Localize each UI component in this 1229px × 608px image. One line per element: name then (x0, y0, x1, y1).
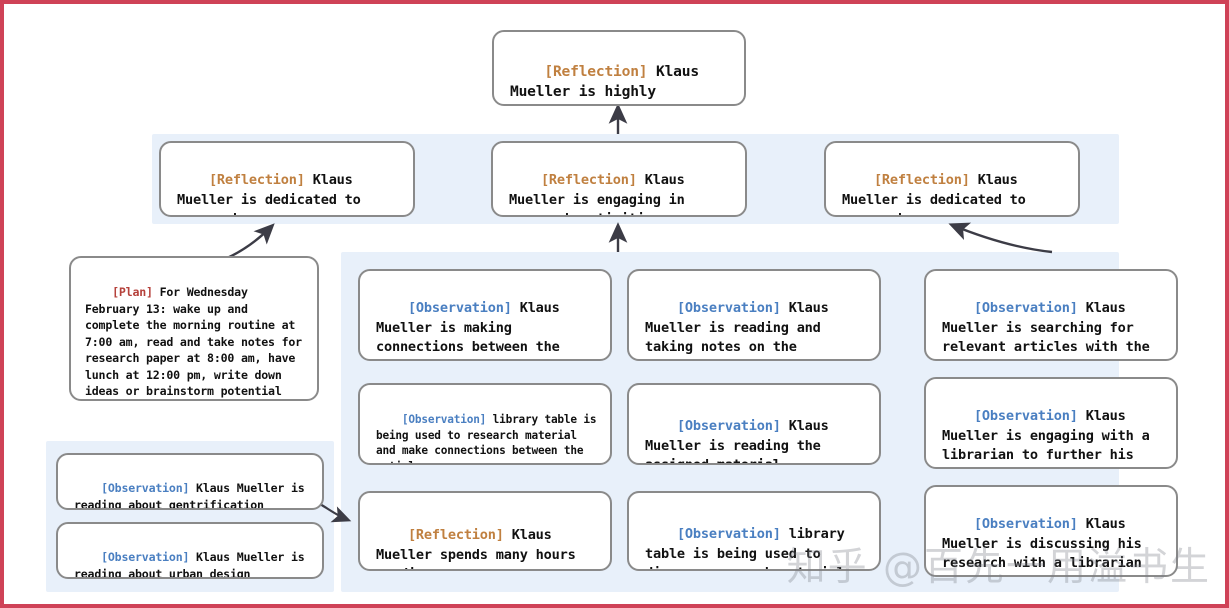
evidence-node-c2-r1[interactable]: [Observation] Klaus Mueller is reading a… (627, 269, 881, 361)
observation-tag: [Observation] (973, 300, 1078, 317)
evidence-node-c1-r1[interactable]: [Observation] Klaus Mueller is making co… (358, 269, 612, 361)
evidence-text: Klaus Mueller is reading and taking note… (645, 300, 829, 359)
observation-tag: [Observation] (676, 300, 781, 317)
evidence-text: Klaus Mueller is discussing his research… (942, 516, 1150, 571)
reflection-text: Klaus Mueller is dedicated to research (177, 172, 361, 215)
evidence-text: library table is being used to research … (376, 412, 597, 463)
observation-tag: [Observation] (973, 408, 1078, 425)
observation-tag: [Observation] (676, 526, 781, 543)
observation-tag: [Observation] (401, 412, 487, 426)
evidence-node-c1-r2[interactable]: [Observation] library table is being use… (358, 383, 612, 465)
reflection-text: Klaus Mueller is dedicated to research (842, 172, 1026, 215)
observation-tag: [Observation] (407, 300, 512, 317)
summary-reflection-node[interactable]: [Reflection] Klaus Mueller is highly ded… (492, 30, 746, 106)
evidence-text: Klaus Mueller is making connections betw… (376, 300, 560, 359)
evidence-text: library table is being used to discuss r… (645, 526, 845, 569)
observation-text: Klaus Mueller is reading about gentrific… (74, 481, 312, 510)
evidence-node-c3-r3[interactable]: [Observation] Klaus Mueller is discussin… (924, 485, 1178, 577)
observation-tag: [Observation] (101, 550, 190, 565)
reflection-tag: [Reflection] (873, 172, 970, 189)
reflection-tag: [Reflection] (544, 62, 648, 80)
reflection-tag: [Reflection] (407, 527, 504, 544)
observation-node-gentrification[interactable]: [Observation] Klaus Mueller is reading a… (56, 453, 324, 510)
observation-tag: [Observation] (676, 418, 781, 435)
evidence-text: Klaus Mueller is searching for relevant … (942, 300, 1150, 359)
evidence-text: Klaus Mueller is engaging with a librari… (942, 408, 1150, 467)
reflection-node-right[interactable]: [Reflection] Klaus Mueller is dedicated … (824, 141, 1080, 217)
arrow-evidence3-to-right-reflection (948, 222, 1053, 254)
reflection-tag: [Reflection] (540, 172, 637, 189)
plan-node[interactable]: [Plan] For Wednesday February 13: wake u… (69, 256, 319, 401)
observation-text: Klaus Mueller is reading about urban des… (74, 550, 312, 579)
reflection-tag: [Reflection] (208, 172, 305, 189)
plan-tag: [Plan] (112, 285, 153, 300)
plan-text: For Wednesday February 13: wake up and c… (85, 285, 302, 399)
evidence-node-c2-r3[interactable]: [Observation] library table is being use… (627, 491, 881, 571)
evidence-node-c3-r1[interactable]: [Observation] Klaus Mueller is searching… (924, 269, 1178, 361)
reflection-node-center[interactable]: [Reflection] Klaus Mueller is engaging i… (491, 141, 747, 217)
observation-tag: [Observation] (101, 481, 190, 496)
evidence-text: Klaus Mueller spends many hours reading (376, 527, 576, 569)
summary-reflection-text: Klaus Mueller is highly dedicated to res… (510, 62, 699, 101)
evidence-node-c2-r2[interactable]: [Observation] Klaus Mueller is reading t… (627, 383, 881, 465)
evidence-text: Klaus Mueller is reading the assigned ma… (645, 418, 837, 465)
observation-node-urban-design[interactable]: [Observation] Klaus Mueller is reading a… (56, 522, 324, 579)
evidence-node-c1-r3[interactable]: [Reflection] Klaus Mueller spends many h… (358, 491, 612, 571)
reflection-text: Klaus Mueller is engaging in research ac… (509, 172, 685, 215)
evidence-node-c3-r2[interactable]: [Observation] Klaus Mueller is engaging … (924, 377, 1178, 469)
observation-tag: [Observation] (973, 516, 1078, 533)
reflection-node-left[interactable]: [Reflection] Klaus Mueller is dedicated … (159, 141, 415, 217)
